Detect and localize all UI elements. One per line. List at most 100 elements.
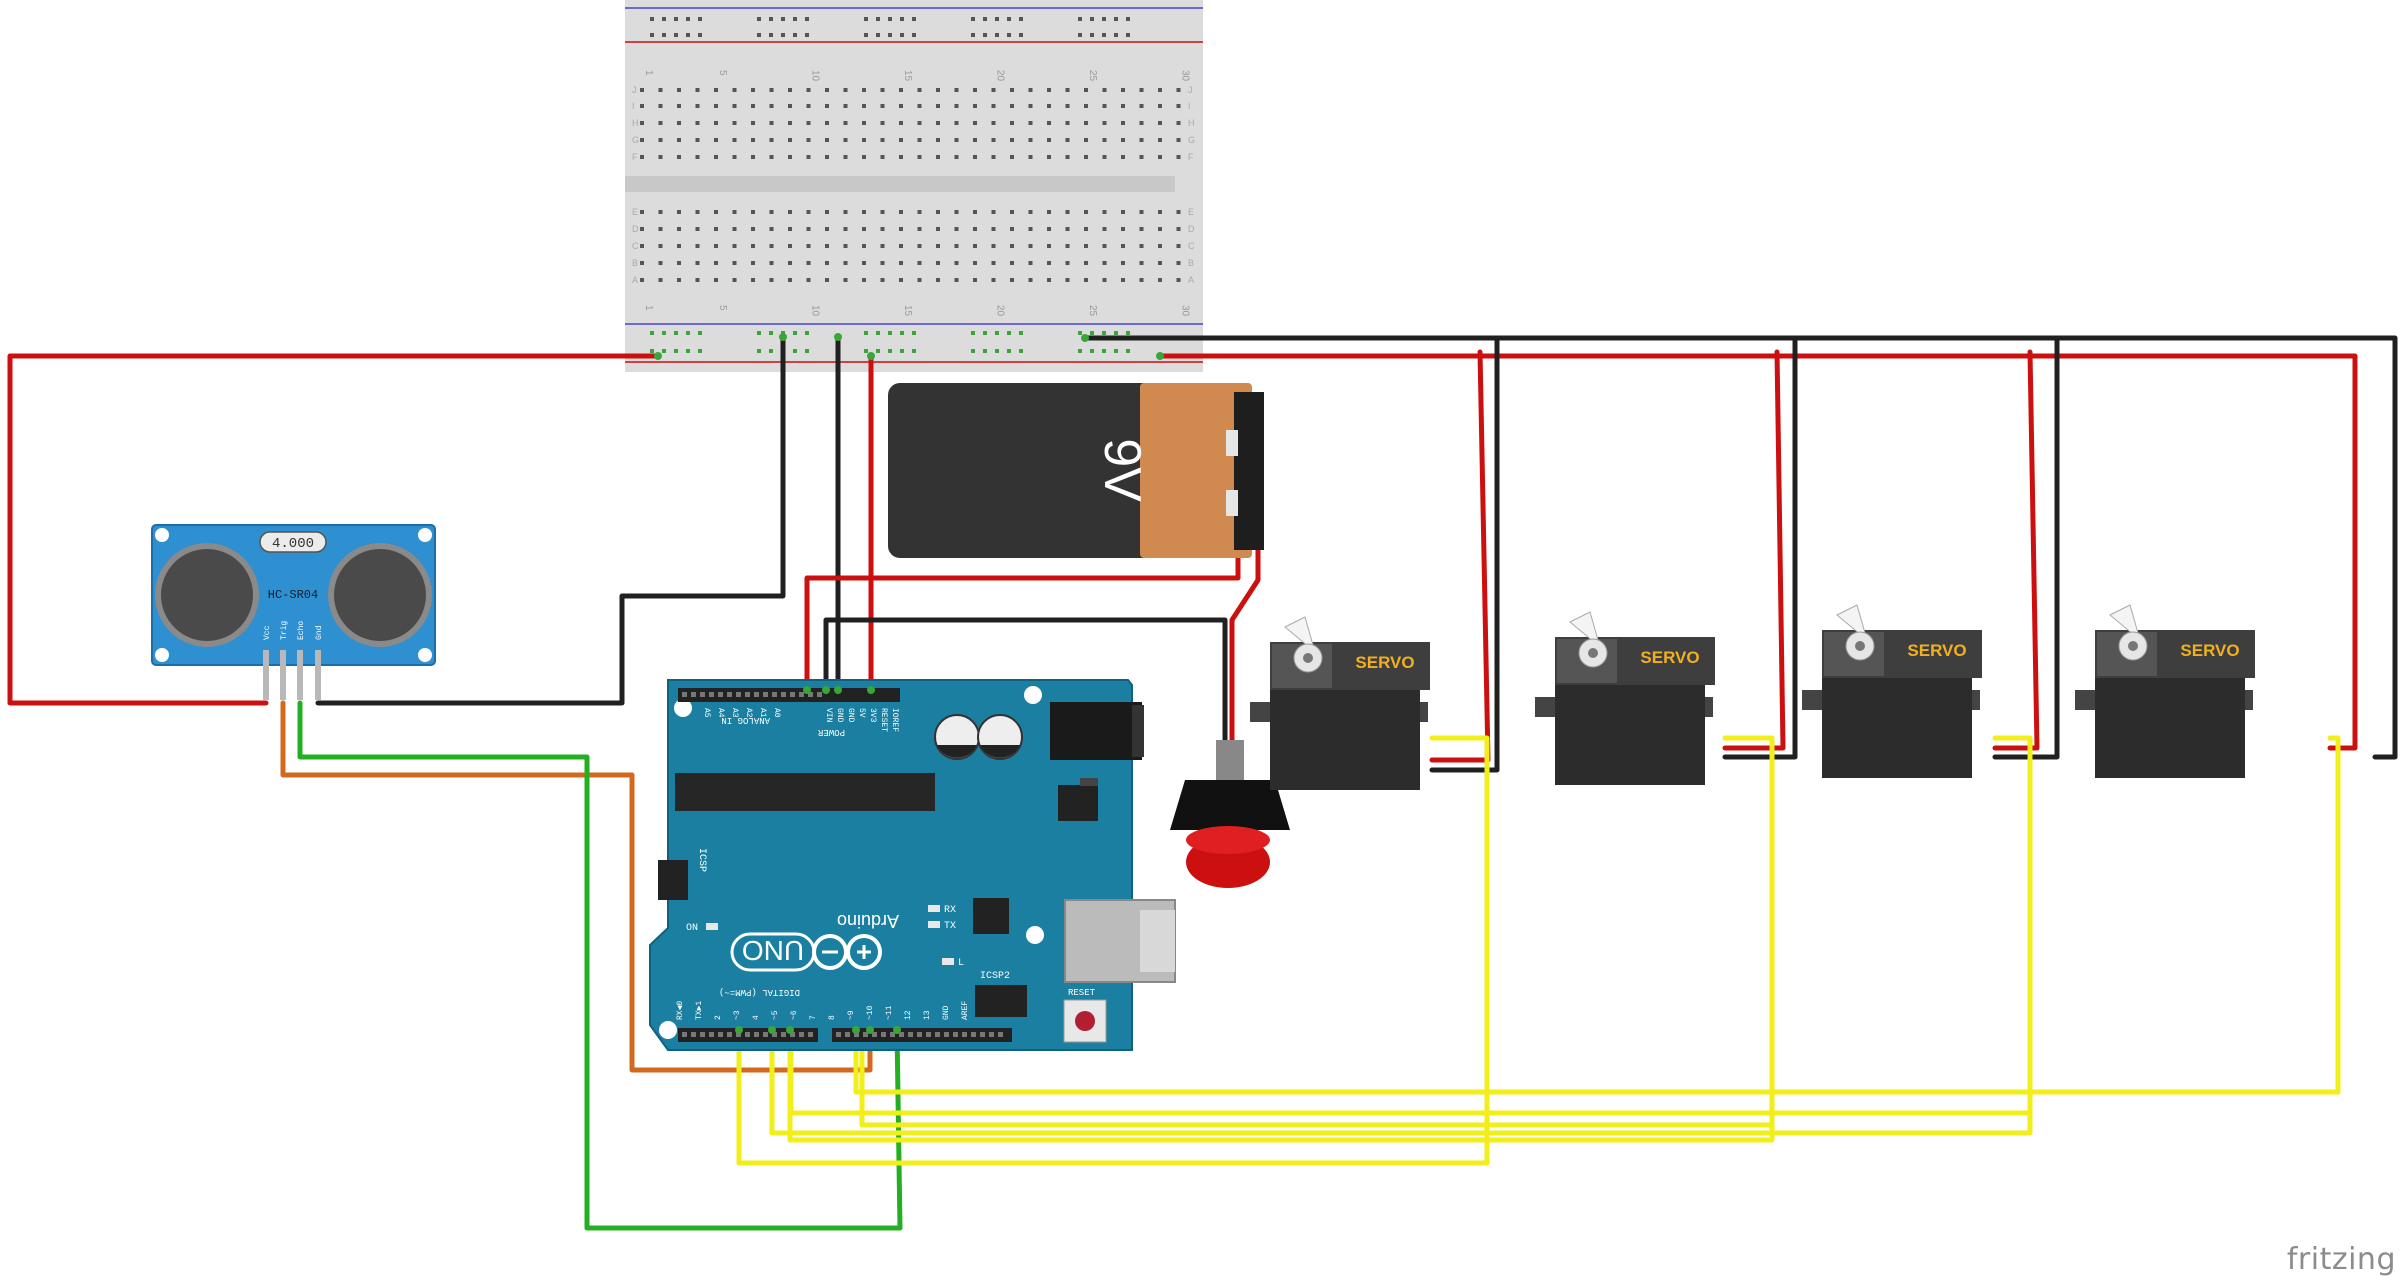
breadboard-hole bbox=[1158, 227, 1162, 231]
breadboard-hole bbox=[769, 244, 774, 248]
breadboard-hole bbox=[640, 155, 644, 159]
breadboard-hole bbox=[1102, 244, 1107, 248]
breadboard-hole bbox=[1010, 244, 1014, 248]
usb-interface-chip bbox=[973, 898, 1009, 934]
wire-black-battery-gnd[interactable] bbox=[823, 617, 1228, 758]
breadboard-hole bbox=[917, 261, 922, 265]
breadboard-rail-hole bbox=[864, 331, 868, 335]
breadboard-hole bbox=[973, 278, 977, 282]
breadboard-hole bbox=[806, 227, 811, 231]
breadboard-rail-hole bbox=[650, 17, 654, 21]
wire-red-sensor-vcc[interactable] bbox=[7, 353, 661, 706]
breadboard-rail-hole bbox=[686, 331, 690, 335]
breadboard-hole bbox=[843, 138, 848, 142]
breadboard-hole bbox=[714, 278, 718, 282]
header-pin bbox=[935, 1032, 940, 1037]
breadboard-hole bbox=[825, 88, 829, 92]
servo-body bbox=[1270, 690, 1420, 790]
breadboard-rail-hole bbox=[662, 349, 666, 353]
breadboard-hole bbox=[1065, 278, 1070, 282]
servo-motor[interactable]: SERVO bbox=[1802, 604, 1982, 778]
battery-9v[interactable]: 9V bbox=[888, 383, 1264, 558]
wire-red-servo2[interactable] bbox=[1722, 349, 1786, 751]
breadboard-rail-hole bbox=[983, 33, 987, 37]
breadboard-hole bbox=[936, 244, 940, 248]
breadboard-hole bbox=[788, 88, 792, 92]
wire-green-sensor-trig[interactable] bbox=[297, 700, 903, 1231]
breadboard-rail-hole bbox=[1114, 33, 1118, 37]
digital-pin-label: ~11 bbox=[885, 1005, 894, 1020]
wire-yellow-servo4-signal[interactable] bbox=[853, 735, 2341, 1095]
servo-body bbox=[1555, 685, 1705, 785]
breadboard-hole bbox=[1158, 138, 1162, 142]
wire-black-sensor-gnd[interactable] bbox=[315, 334, 786, 706]
breadboard-hole bbox=[640, 121, 644, 125]
servo-motor[interactable]: SERVO bbox=[1535, 611, 1715, 785]
sensor-pin-label: Trig bbox=[280, 621, 289, 640]
breadboard-hole bbox=[917, 210, 922, 214]
breadboard-column-number: 10 bbox=[810, 70, 821, 82]
wire-black-servo1[interactable] bbox=[1429, 335, 1500, 773]
breadboard-rail-hole bbox=[912, 17, 916, 21]
breadboard-hole bbox=[1047, 261, 1051, 265]
breadboard-hole bbox=[954, 138, 959, 142]
breadboard-hole bbox=[936, 227, 940, 231]
wire-yellow-servo1-signal[interactable] bbox=[736, 735, 1490, 1166]
servo-motor[interactable]: SERVO bbox=[2075, 604, 2255, 778]
breadboard-rail-hole bbox=[698, 33, 702, 37]
breadboard-rail-hole bbox=[912, 349, 916, 353]
wire-black-servo-gnd-rail[interactable] bbox=[1082, 335, 2398, 760]
breadboard-hole bbox=[806, 278, 811, 282]
wire-yellow-servo3-signal[interactable] bbox=[769, 735, 2033, 1136]
breadboard-rail-hole bbox=[983, 17, 987, 21]
header-pin bbox=[700, 692, 705, 697]
header-pin bbox=[790, 692, 795, 697]
breadboard-hole bbox=[677, 244, 681, 248]
icsp-label: ICSP bbox=[696, 848, 707, 872]
breadboard-hole bbox=[899, 278, 903, 282]
wire-red-servo3[interactable] bbox=[1992, 349, 2040, 751]
breadboard-hole bbox=[640, 278, 644, 282]
icsp2-header bbox=[975, 985, 1027, 1017]
wire-endpoints bbox=[654, 333, 1164, 1034]
wire-black-servo3[interactable] bbox=[1992, 335, 2060, 760]
wire-yellow-extra-2[interactable] bbox=[859, 1027, 1775, 1128]
breadboard-rail-hole bbox=[698, 349, 702, 353]
status-led bbox=[706, 923, 718, 930]
wire-red-battery-button[interactable] bbox=[1229, 545, 1261, 758]
breadboard-hole bbox=[751, 138, 755, 142]
wire-black-servo2[interactable] bbox=[1722, 335, 1798, 760]
wire-red-servo1[interactable] bbox=[1429, 349, 1491, 763]
wire-endpoint bbox=[768, 1026, 776, 1034]
breadboard-column-number: 1 bbox=[643, 305, 654, 311]
breadboard-rail-hole bbox=[864, 349, 868, 353]
breadboard-hole bbox=[917, 88, 922, 92]
wire-yellow-extra-1[interactable] bbox=[788, 1027, 2033, 1116]
wire-endpoint bbox=[852, 1026, 860, 1034]
breadboard-hole bbox=[640, 138, 644, 142]
wire-red-battery-vin[interactable] bbox=[804, 545, 1241, 693]
header-pin bbox=[772, 1032, 777, 1037]
breadboard-hole bbox=[1047, 88, 1051, 92]
wire-red-servo-vcc-rail[interactable] bbox=[1157, 353, 2358, 751]
arduino-brand-label: Arduino bbox=[837, 911, 899, 931]
breadboard-hole bbox=[1121, 88, 1125, 92]
push-button[interactable] bbox=[1170, 740, 1290, 888]
power-pin-label: VIN bbox=[824, 708, 833, 723]
battery-band bbox=[1140, 383, 1252, 558]
breadboard-rail-hole bbox=[1019, 349, 1023, 353]
breadboard-rail-hole bbox=[1007, 331, 1011, 335]
breadboard-hole bbox=[936, 155, 940, 159]
breadboard-rail-hole bbox=[793, 17, 797, 21]
servo-motor[interactable]: SERVO bbox=[1250, 616, 1430, 790]
breadboard-rail-hole bbox=[662, 331, 666, 335]
wire-orange-sensor-echo[interactable] bbox=[280, 700, 873, 1073]
arduino-uno[interactable]: ANALOG IN POWER IOREFRESET3V35VGNDGNDVIN… bbox=[649, 679, 1176, 1051]
breadboard-hole bbox=[714, 104, 718, 108]
breadboard-hole bbox=[917, 121, 922, 125]
breadboard-hole bbox=[1139, 227, 1144, 231]
breadboard-rail-hole bbox=[1114, 331, 1118, 335]
